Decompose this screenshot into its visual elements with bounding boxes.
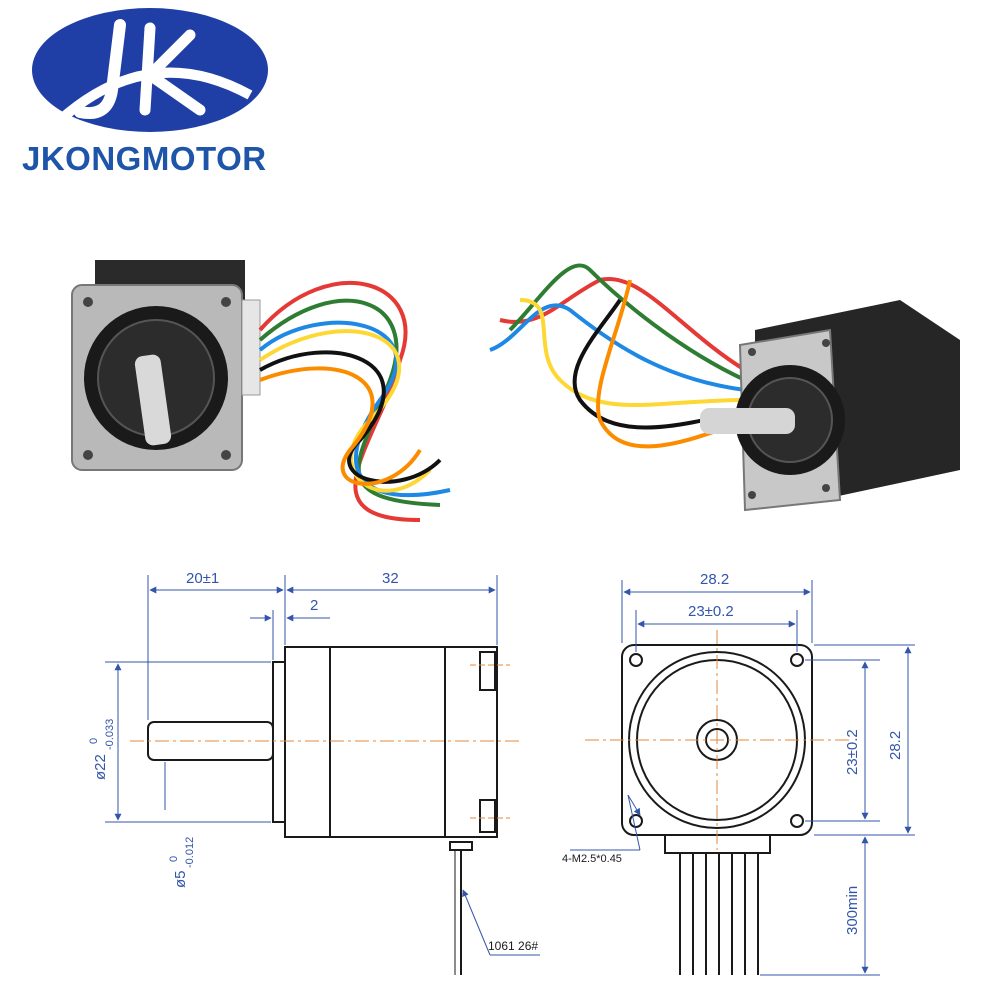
brand-logo [32,8,268,132]
dim-hole-spacing-v: 23±0.2 [844,729,861,775]
dim-boss-height: 2 [310,597,318,614]
mount-hole-bl [629,814,643,828]
mount-hole-tr [790,653,804,667]
front-lead-wires [679,853,759,975]
dim-boss-dia-lower: -0.033 [104,719,116,750]
dim-shaft-dia-upper: 0 [168,856,180,862]
boss [272,661,286,823]
dim-shaft-length: 20±1 [186,570,219,587]
lead-wires-right [489,263,747,449]
side-view [147,646,498,975]
motor-photo-left [71,260,261,471]
mount-hole-note: 4-M2.5*0.45 [562,853,622,865]
dim-boss-dia: ø22 [92,754,109,780]
brand-name: JKONGMOTOR [22,140,267,177]
motor-photo-right [700,300,960,512]
dim-shaft-dia: ø5 [172,870,189,888]
dim-hole-spacing-h: 23±0.2 [688,603,734,620]
motor-body [284,646,498,838]
mount-hole-tl [629,653,643,667]
logo-j-stroke [74,19,126,119]
dim-front-width: 28.2 [700,571,729,588]
motor-photos [71,260,960,522]
mount-hole-br [790,814,804,828]
lead-wires-left [258,281,451,522]
dim-shaft-dia-lower: -0.012 [184,837,196,868]
logo-k-stroke [139,22,206,116]
dim-boss-dia-upper: 0 [88,738,100,744]
dim-body-length: 32 [382,570,399,587]
dim-front-height: 28.2 [887,731,904,760]
dim-lead-length: 300min [844,886,861,935]
lead-wire-note: 1061 26# [488,939,538,953]
